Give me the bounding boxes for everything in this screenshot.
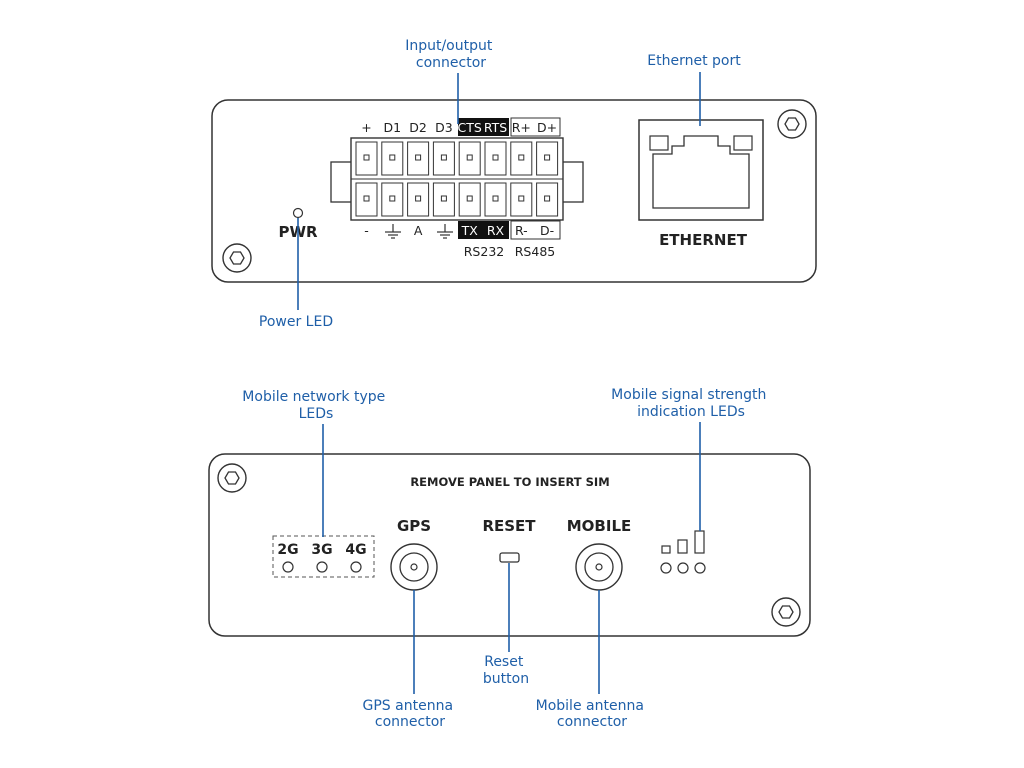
terminal-screw (363, 195, 370, 202)
terminal-screw (518, 195, 525, 202)
terminal-pin (536, 182, 559, 217)
rs485-label: RS485 (515, 244, 555, 259)
pin-label-top: RTS (484, 120, 507, 135)
reset-button[interactable] (499, 552, 520, 563)
io-terminal-block (330, 137, 584, 221)
rs232-label: RS232 (464, 244, 504, 259)
terminal-screw (415, 195, 422, 202)
terminal-screw (492, 195, 499, 202)
terminal-screw (389, 154, 396, 161)
gps-antenna-callout: GPS antenna connector (363, 698, 458, 730)
terminal-pin (458, 182, 481, 217)
pin-label-top: D3 (435, 120, 453, 135)
terminal-screw (492, 154, 499, 161)
power-led (292, 207, 304, 219)
screw-front-bottom-left (222, 243, 252, 273)
signal-strength-leds (660, 530, 706, 574)
network-type-leds-callout: Mobile network type LEDs (242, 389, 389, 422)
led-2g (282, 561, 294, 573)
pin-label-top: D1 (384, 120, 402, 135)
terminal-pin (484, 182, 507, 217)
sim-notice: REMOVE PANEL TO INSERT SIM (410, 475, 609, 489)
ground-symbol (437, 224, 453, 239)
led-label-4g: 4G (345, 542, 366, 558)
pin-label-bottom: D- (540, 223, 554, 238)
terminal-screw (415, 154, 422, 161)
pin-label-bottom: R- (515, 223, 528, 238)
ground-symbol (385, 224, 401, 239)
pin-label-top: D+ (537, 120, 557, 135)
reset-button-callout: Reset button (483, 654, 529, 687)
pin-label-top: D2 (409, 120, 427, 135)
terminal-pin (432, 182, 455, 217)
gps-antenna-connector (390, 543, 438, 591)
pin-label-bottom: TX (461, 223, 479, 238)
rs485-bottom-frame (510, 220, 561, 240)
gps-label: GPS (397, 517, 431, 535)
mobile-antenna-callout: Mobile antenna connector (536, 698, 649, 730)
led-4g (350, 561, 362, 573)
terminal-pin (510, 141, 533, 176)
terminal-screw (466, 154, 473, 161)
power-led-callout: Power LED (259, 314, 333, 330)
terminal-pin (458, 141, 481, 176)
io-connector-callout: Input/output connector (405, 38, 497, 71)
pin-label-top: + (361, 120, 371, 135)
terminal-screw (440, 195, 447, 202)
screw-front-top-right (777, 109, 807, 139)
screw-back-top-left (217, 463, 247, 493)
pin-label-bottom: A (414, 223, 423, 238)
terminal-pin (432, 141, 455, 176)
ethernet-label: ETHERNET (659, 231, 748, 249)
pin-label-top: CTS (458, 120, 482, 135)
reset-label: RESET (482, 517, 536, 535)
terminal-pin (407, 182, 430, 217)
terminal-pin (536, 141, 559, 176)
terminal-pin (355, 141, 378, 176)
led-label-3g: 3G (311, 542, 332, 558)
rs485-top-frame (510, 117, 561, 137)
pin-label-top: R+ (512, 120, 531, 135)
led-label-2g: 2G (277, 542, 298, 558)
tx-rx-highlight (458, 221, 509, 239)
ethernet-port (638, 119, 764, 221)
terminal-screw (363, 154, 370, 161)
pin-label-bottom: - (364, 223, 369, 238)
terminal-pin (510, 182, 533, 217)
terminal-screw (466, 195, 473, 202)
screw-back-bottom-right (771, 597, 801, 627)
terminal-pin (355, 182, 378, 217)
led-3g (316, 561, 328, 573)
mobile-antenna-connector (575, 543, 623, 591)
terminal-pin (381, 141, 404, 176)
ethernet-port-callout: Ethernet port (647, 53, 741, 69)
terminal-pin (484, 141, 507, 176)
terminal-pin (381, 182, 404, 217)
terminal-screw (389, 195, 396, 202)
terminal-pin (407, 141, 430, 176)
terminal-screw (544, 154, 551, 161)
signal-strength-leds-callout: Mobile signal strength indication LEDs (611, 387, 771, 420)
terminal-screw (440, 154, 447, 161)
terminal-screw (544, 195, 551, 202)
pin-label-bottom: RX (487, 223, 505, 238)
cts-rts-highlight (458, 118, 509, 136)
mobile-label: MOBILE (567, 517, 632, 535)
terminal-screw (518, 154, 525, 161)
